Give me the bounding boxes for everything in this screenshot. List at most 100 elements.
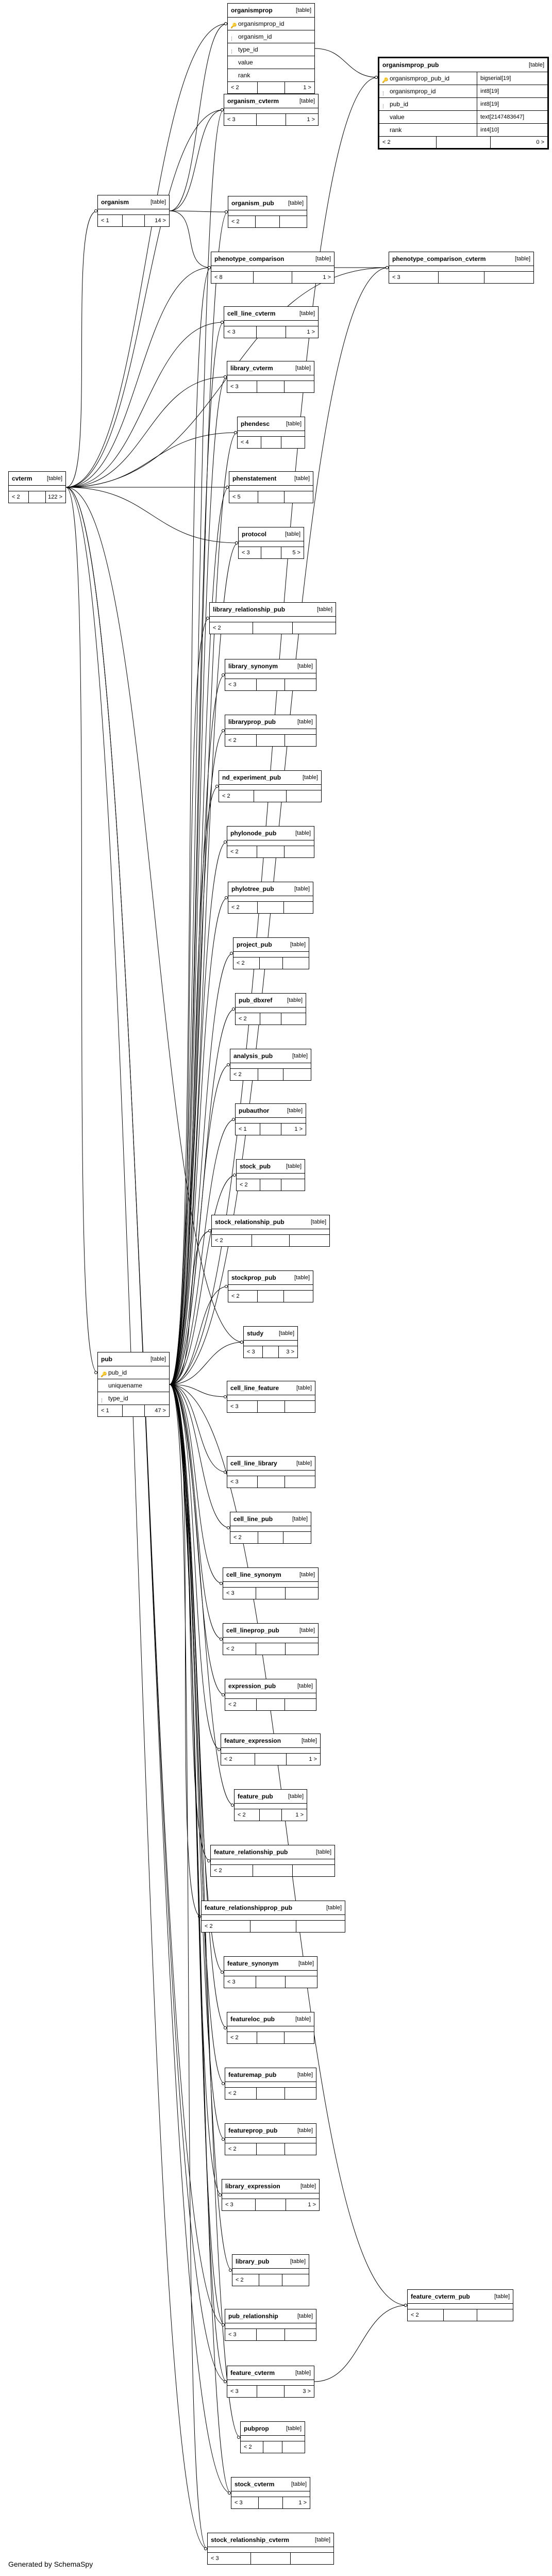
table-type: [table] [288, 1793, 304, 1799]
table-type: [table] [294, 886, 310, 892]
table-header: organism[table] [98, 195, 169, 209]
table-header: phendesc[table] [238, 417, 305, 431]
relationship-endpoint [224, 22, 227, 25]
parent-count: < 2 [239, 1016, 247, 1022]
parent-count: < 2 [205, 1923, 213, 1929]
table-featureloc-pub[interactable]: featureloc_pub[table]< 2 [227, 2012, 314, 2044]
relationship-cvterm-study [65, 487, 244, 1343]
child-count [285, 2088, 316, 2099]
column-row: ⁞organism_id [228, 30, 314, 43]
table-type: [table] [295, 830, 311, 836]
table-pubprop[interactable]: pubprop[table]< 2 [240, 2421, 305, 2453]
table-phendesc[interactable]: phendesc[table]< 4 [237, 417, 305, 449]
table-library-synonym[interactable]: library_synonym[table]< 3 [225, 659, 316, 691]
table-organismprop-pub[interactable]: organismprop_pub[table]🔑organismprop_pub… [378, 57, 549, 150]
table-organismprop[interactable]: organismprop[table]🔑organismprop_id⁞orga… [227, 3, 315, 94]
table-name: library_relationship_pub [213, 606, 286, 613]
table-type: [table] [286, 1163, 302, 1169]
table-library-cvterm[interactable]: library_cvterm[table]< 3 [227, 361, 314, 393]
table-pub-dbxref[interactable]: pub_dbxref[table]< 2 [235, 993, 306, 1025]
table-header: cvterm[table] [9, 472, 65, 486]
relationship-pub-featureloc_pub [169, 1384, 227, 2028]
table-featuremap-pub[interactable]: featuremap_pub[table]< 2 [225, 2068, 316, 2100]
table-analysis-pub[interactable]: analysis_pub[table]< 2 [230, 1049, 311, 1081]
table-project-pub[interactable]: project_pub[table]< 2 [233, 937, 309, 969]
table-library-pub[interactable]: library_pub[table]< 2 [232, 2254, 309, 2286]
column-type: text[2147483647] [477, 111, 547, 123]
table-cell-line-library[interactable]: cell_line_library[table]< 3 [227, 1456, 315, 1488]
table-stock-relationship-pub[interactable]: stock_relationship_pub[table]< 2 [211, 1215, 330, 1247]
table-organism-pub[interactable]: organism_pub[table]< 2 [228, 196, 307, 228]
table-feature-relationshipprop-pub[interactable]: feature_relationshipprop_pub[table] < 2 [201, 1901, 345, 1933]
table-type: [table] [295, 365, 311, 371]
table-footer: < 2 [241, 2441, 305, 2453]
relationship-endpoint [221, 1971, 224, 1974]
table-pub-relationship[interactable]: pub_relationship[table]< 3 [225, 2309, 316, 2341]
table-cell-line-synonym[interactable]: cell_line_synonym[table]< 3 [223, 1567, 319, 1599]
table-featureprop-pub[interactable]: featureprop_pub[table]< 2 [225, 2123, 316, 2155]
child-count [283, 2032, 314, 2043]
table-feature-cvterm-pub[interactable]: feature_cvterm_pub[table]< 2 [407, 2289, 513, 2321]
table-name: feature_cvterm [230, 2369, 275, 2376]
table-name: stock_relationship_cvterm [211, 2536, 290, 2544]
relationship-cvterm-organism [65, 210, 98, 488]
column-row: value [228, 56, 314, 69]
table-stock-relationship-cvterm[interactable]: stock_relationship_cvterm[table]< 3 [207, 2533, 334, 2565]
table-name: feature_cvterm_pub [411, 2293, 470, 2300]
child-count [285, 2329, 316, 2340]
table-phenstatement[interactable]: phenstatement[table]< 5 [229, 471, 313, 503]
table-name: study [247, 1330, 264, 1337]
table-feature-relationship-pub[interactable]: feature_relationship_pub[table]< 2 [210, 1845, 335, 1877]
child-count [285, 1699, 316, 1710]
table-cell-line-pub[interactable]: cell_line_pub[table]< 2 [230, 1512, 311, 1544]
column-type: int8[19] [477, 98, 547, 110]
table-stockprop-pub[interactable]: stockprop_pub[table]< 2 [228, 1270, 313, 1302]
table-name: project_pub [237, 941, 272, 948]
parent-count: < 2 [230, 849, 239, 855]
relationship-pub-protocol [169, 542, 239, 1385]
table-expression-pub[interactable]: expression_pub[table]< 2 [225, 1679, 316, 1711]
relationship-endpoint [94, 1371, 97, 1374]
table-phylotree-pub[interactable]: phylotree_pub[table]< 2 [228, 882, 313, 914]
parent-count: < 3 [228, 682, 237, 688]
footer-cell [258, 1532, 282, 1543]
table-footer: < 2 [212, 1235, 329, 1246]
table-library-relationship-pub[interactable]: library_relationship_pub[table]< 2 [209, 602, 336, 634]
table-feature-synonym[interactable]: feature_synonym[table]< 3 [224, 1956, 317, 1988]
table-footer: < 2 [230, 1532, 311, 1543]
child-count [292, 1865, 334, 1876]
table-phylonode-pub[interactable]: phylonode_pub[table]< 2 [227, 826, 314, 858]
child-count: 1 > [286, 326, 318, 338]
table-libraryprop-pub[interactable]: libraryprop_pub[table]< 2 [225, 715, 316, 747]
column-label: pub_id [390, 101, 409, 108]
table-header: feature_relationshipprop_pub[table] [202, 1901, 345, 1915]
table-cell-line-feature[interactable]: cell_line_feature[table]< 3 [227, 1381, 315, 1413]
table-cell-lineprop-pub[interactable]: cell_lineprop_pub[table]< 2 [223, 1623, 319, 1655]
table-footer: < 3 [227, 1401, 315, 1412]
relationship-pub-feature_relationshipprop_pub [169, 1384, 202, 1917]
table-stock-pub[interactable]: stock_pub[table]< 2 [236, 1159, 305, 1191]
table-phenotype-comparison-cvterm[interactable]: phenotype_comparison_cvterm[table]< 3 [389, 252, 534, 284]
parent-count: < 3 [228, 2332, 237, 2338]
relationship-cvterm-pub [65, 487, 98, 1373]
table-name: pub [101, 1356, 112, 1363]
column-label: uniquename [108, 1382, 143, 1389]
footer-cell [258, 1069, 282, 1080]
relationship-pub-organism_cvterm [169, 109, 224, 1385]
table-nd-experiment-pub[interactable]: nd_experiment_pub[table]< 2 [219, 770, 322, 802]
